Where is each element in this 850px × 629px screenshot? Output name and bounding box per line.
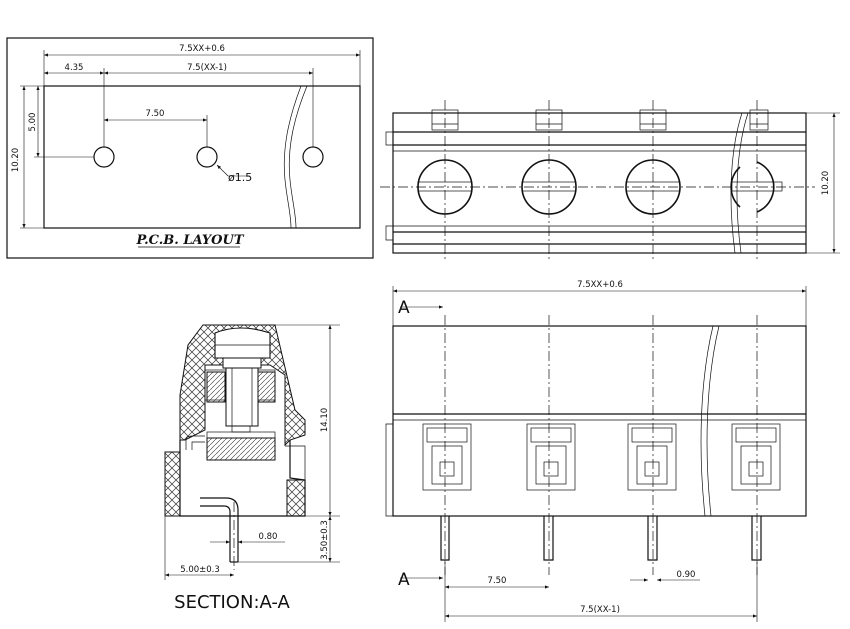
front-view [385, 286, 807, 622]
section-view [164, 324, 340, 580]
section-pin-width-dim: 0.80 [259, 532, 278, 542]
top-view [380, 100, 840, 262]
pcb-hole-dim: ø1.5 [228, 171, 252, 184]
front-pin-dim: 0.90 [677, 570, 696, 580]
pcb-offset-dim: 4.35 [65, 63, 84, 73]
section-marker-bottom: A [398, 570, 410, 590]
pcb-layout-title: P.C.B. LAYOUT [135, 233, 244, 248]
top-view-height-dim: 10.20 [821, 171, 831, 195]
front-pitch-dim: 7.50 [488, 576, 507, 586]
pins [440, 516, 762, 561]
front-pitch-span-dim: 7.5(XX-1) [580, 605, 620, 615]
section-screw [214, 327, 271, 433]
pcb-height-dim: 10.20 [11, 148, 21, 172]
section-height-dim: 14.10 [320, 408, 330, 432]
front-overall-dim: 7.5XX+0.6 [577, 280, 623, 290]
pcb-pitch-span-dim: 7.5(XX-1) [187, 63, 227, 73]
section-marker-top: A [398, 298, 410, 318]
pcb-overall-dim: 7.5XX+0.6 [179, 44, 225, 54]
section-title: SECTION:A-A [174, 592, 290, 613]
section-offset-dim: 5.00±0.3 [180, 565, 220, 575]
pcb-row-dim: 5.00 [28, 113, 38, 132]
pcb-layout-view [6, 37, 374, 259]
wire-entries [422, 423, 781, 491]
pcb-pitch-dim: 7.50 [146, 109, 165, 119]
section-pin-length-dim: 3.50±0.3 [320, 520, 330, 560]
